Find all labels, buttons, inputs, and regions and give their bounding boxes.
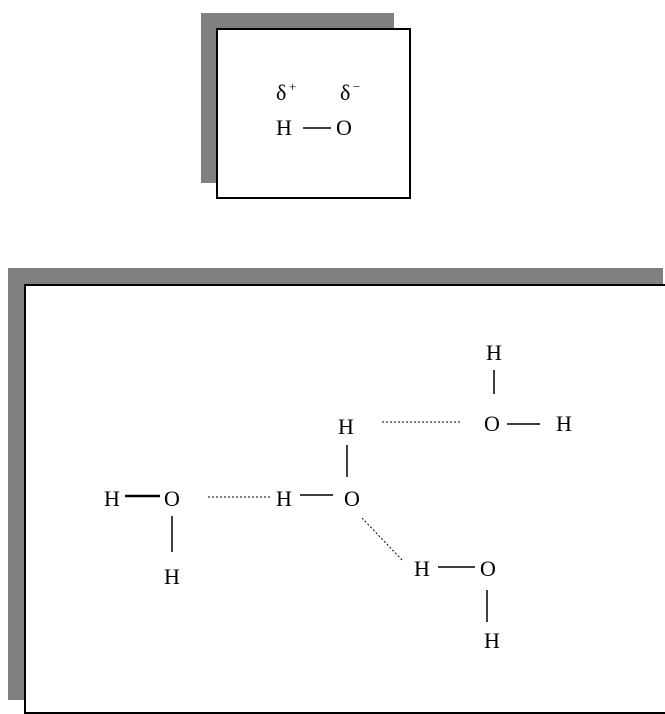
dipole-hydrogen-atom: H (276, 115, 292, 140)
left-oxygen-atom: O (164, 486, 180, 511)
center-hydrogen-left: H (276, 486, 292, 511)
left-hydrogen-left: H (104, 486, 120, 511)
top-right-water-molecule: H O H (484, 340, 572, 436)
dipole-panel: δ + δ − H O (276, 79, 360, 140)
bottom-right-water-molecule: H O H (414, 556, 500, 653)
hydrogen-bond-diagonal (361, 517, 404, 562)
center-water-molecule: H H O (276, 414, 360, 511)
bottom-right-oxygen-atom: O (480, 556, 496, 581)
partial-positive-sign: + (289, 79, 296, 94)
partial-negative-sign: − (353, 79, 360, 94)
partial-negative-label: δ (340, 80, 350, 105)
bottom-right-hydrogen-bottom: H (484, 628, 500, 653)
center-oxygen-atom: O (344, 486, 360, 511)
dipole-oxygen-atom: O (336, 115, 352, 140)
left-water-molecule: H O H (104, 486, 180, 589)
top-right-oxygen-atom: O (484, 411, 500, 436)
top-right-hydrogen-right: H (556, 411, 572, 436)
left-hydrogen-bottom: H (164, 564, 180, 589)
bottom-right-hydrogen-left: H (414, 556, 430, 581)
center-hydrogen-top: H (338, 414, 354, 439)
dipole-box (216, 28, 411, 199)
partial-positive-label: δ (276, 80, 286, 105)
top-right-hydrogen-top: H (486, 340, 502, 365)
